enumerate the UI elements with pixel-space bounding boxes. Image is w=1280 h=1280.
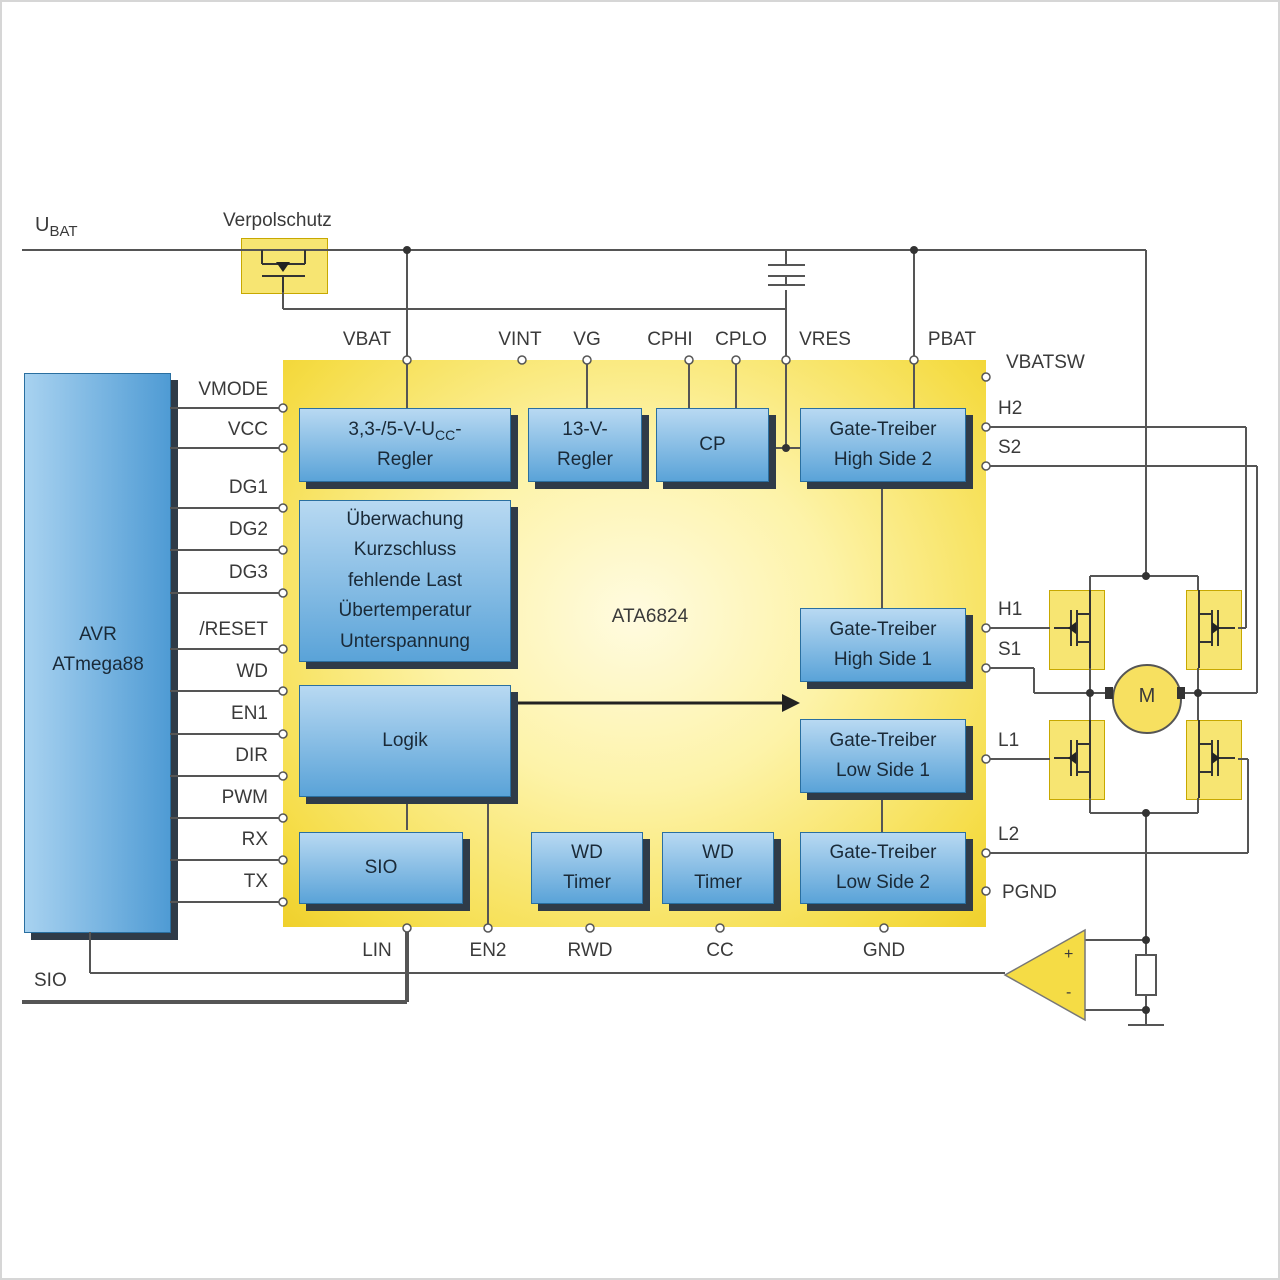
gate-ls2-text-line2: Low Side 2 — [835, 872, 930, 893]
block-logic: Logik — [299, 685, 511, 797]
pin-en1: EN1 — [231, 703, 268, 724]
pin-vcc: VCC — [227, 419, 268, 440]
avr-mcu-block — [24, 373, 171, 933]
block-13v-regulator: 13-V- Regler — [528, 408, 642, 482]
pin-pwm: PWM — [221, 787, 268, 808]
sio-block-text: SIO — [364, 857, 398, 878]
pin-tx: TX — [243, 871, 268, 892]
block-wd-timer-1: WD Timer — [531, 832, 643, 904]
pin-wd: WD — [236, 661, 268, 682]
gate-ls1-text-line2: Low Side 1 — [835, 760, 930, 781]
pin-en2: EN2 — [469, 940, 507, 961]
monitor-text-line3: fehlende Last — [347, 569, 463, 591]
pin-vres: VRES — [799, 329, 851, 350]
pin-pgnd: PGND — [1002, 882, 1057, 903]
wd1-text-line2: Timer — [563, 872, 611, 893]
pin-s1: S1 — [998, 639, 1022, 660]
pin-s2: S2 — [998, 437, 1022, 458]
pin-cc: CC — [706, 940, 734, 961]
mcu-label-line2: ATmega88 — [52, 654, 144, 675]
pin-rwd: RWD — [567, 940, 613, 961]
pin-dg3: DG3 — [228, 562, 268, 583]
gate-hs2-text-line1: Gate-Treiber — [829, 419, 937, 440]
wd1-text-line1: WD — [571, 842, 603, 863]
regulator-text-line1: 3,3-/5-V-U — [348, 419, 436, 440]
pin-vmode: VMODE — [198, 379, 268, 400]
pin-rx: RX — [241, 829, 268, 850]
pin-reset: /RESET — [199, 619, 268, 640]
block-wd-timer-2: WD Timer — [662, 832, 774, 904]
monitor-text-line1: Überwachung — [346, 508, 464, 530]
pin-h1: H1 — [998, 599, 1023, 620]
pin-cplo: CPLO — [715, 329, 767, 350]
pin-h2: H2 — [998, 398, 1023, 419]
block-gate-driver-hs2: Gate-Treiber High Side 2 — [800, 408, 966, 482]
motor-label: M — [1138, 685, 1156, 707]
regulator-text-sub: CC — [435, 426, 456, 443]
gate-hs2-text-line2: High Side 2 — [833, 449, 933, 470]
ubat-label: UBAT — [35, 215, 78, 242]
pin-l2: L2 — [998, 824, 1020, 845]
ubat-label-sub: BAT — [49, 223, 78, 240]
block-gate-driver-ls1: Gate-Treiber Low Side 1 — [800, 719, 966, 793]
wd2-text-line1: WD — [702, 842, 734, 863]
wd2-text-line2: Timer — [694, 872, 742, 893]
pin-dir: DIR — [235, 745, 268, 766]
monitor-text-line4: Übertemperatur — [338, 600, 472, 622]
pin-l1: L1 — [998, 730, 1020, 751]
amplifier-minus: - — [1066, 984, 1072, 1001]
cp-text: CP — [699, 434, 726, 455]
block-gate-driver-hs1: Gate-Treiber High Side 1 — [800, 608, 966, 682]
block-sio: SIO — [299, 832, 463, 904]
amplifier-plus: + — [1064, 946, 1074, 963]
regulator-text-dash: - — [455, 419, 462, 440]
block-gate-driver-ls2: Gate-Treiber Low Side 2 — [800, 832, 966, 904]
pin-gnd: GND — [862, 940, 906, 961]
gate-hs1-text-line2: High Side 1 — [833, 649, 933, 670]
ubat-label-main: U — [35, 214, 50, 236]
pin-lin: LIN — [362, 940, 392, 961]
regulator-text-line2: Regler — [377, 449, 433, 470]
block-charge-pump: CP — [656, 408, 769, 482]
chip-name: ATA6824 — [611, 606, 689, 627]
pin-vbatsw: VBATSW — [1006, 352, 1085, 373]
pin-vint: VINT — [498, 329, 542, 350]
block-ucc-regulator: 3,3-/5-V-UCC- Regler — [299, 408, 511, 482]
reg13-text-line2: Regler — [557, 449, 613, 470]
pin-dg2: DG2 — [228, 519, 268, 540]
gate-ls2-text-line1: Gate-Treiber — [829, 842, 937, 863]
pin-vg: VG — [573, 329, 601, 350]
monitor-text-line5: Unterspannung — [340, 630, 470, 652]
monitor-text-line2: Kurzschluss — [353, 539, 457, 561]
sio-bus-label: SIO — [34, 970, 67, 991]
logic-text: Logik — [382, 730, 428, 751]
motor-symbol — [1112, 664, 1182, 734]
reg13-text-line1: 13-V- — [562, 419, 608, 440]
pin-vbat: VBAT — [342, 329, 392, 350]
pin-cphi: CPHI — [647, 329, 693, 350]
pin-pbat: PBAT — [927, 329, 977, 350]
gate-hs1-text-line1: Gate-Treiber — [829, 619, 937, 640]
block-monitoring: Überwachung Kurzschluss fehlende Last Üb… — [299, 500, 511, 662]
pin-dg1: DG1 — [228, 477, 268, 498]
mcu-label-line1: AVR — [79, 624, 117, 645]
reverse-protection-label: Verpolschutz — [223, 210, 332, 231]
gate-ls1-text-line1: Gate-Treiber — [829, 730, 937, 751]
